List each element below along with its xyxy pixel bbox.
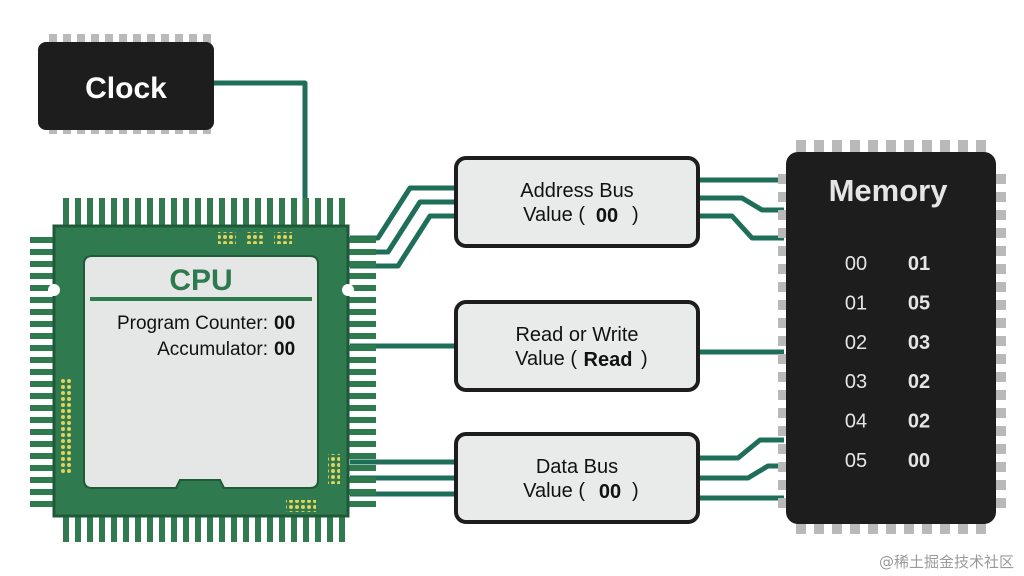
memory-value: 01: [908, 253, 930, 275]
data-bus-mem-wire-1: [698, 437, 784, 461]
read-write-value-prefix: Value (: [515, 348, 577, 370]
read-write-box: Read or Write Value ( Read ): [454, 300, 700, 392]
data-bus-box: Data Bus Value ( 00 ): [454, 432, 700, 524]
memory-address: 05: [845, 450, 867, 472]
memory-value: 05: [908, 292, 930, 314]
memory-value: 03: [908, 332, 930, 354]
address-bus-box: Address Bus Value ( 00 ): [454, 156, 700, 248]
memory-value: 02: [908, 411, 930, 433]
data-bus-value-suffix: ): [632, 480, 639, 502]
accumulator-label: Accumulator:: [157, 339, 268, 360]
clock-label: Clock: [85, 72, 167, 105]
address-bus-mem-wire-2: [698, 195, 784, 213]
memory-title: Memory: [829, 173, 949, 208]
clock-wire: [212, 80, 308, 226]
memory-address: 02: [845, 332, 867, 354]
memory-value: 02: [908, 371, 930, 393]
address-bus-value-suffix: ): [632, 204, 639, 226]
memory-rows: 00 01 01 05 02 03 03 02 04 02 05 00: [845, 253, 930, 472]
data-bus-value: 00: [599, 481, 621, 503]
cpu-title: CPU: [169, 264, 232, 297]
cpu-chip: CPU Program Counter: 00 Accumulator: 00: [30, 198, 376, 542]
watermark-text: @稀土掘金技术社区: [878, 553, 1014, 571]
memory-value: 00: [908, 450, 930, 472]
address-bus-mem-wire-3: [698, 213, 784, 241]
address-bus-title: Address Bus: [520, 180, 633, 202]
data-bus-mem-wire-2: [698, 463, 784, 481]
address-bus-value: 00: [596, 205, 618, 227]
data-bus-value-prefix: Value (: [523, 480, 585, 502]
memory-address: 00: [845, 253, 867, 275]
clock-chip: Clock: [38, 34, 214, 134]
memory-address: 04: [845, 411, 867, 433]
memory-address: 03: [845, 371, 867, 393]
memory-address: 01: [845, 292, 867, 314]
read-write-title: Read or Write: [515, 324, 638, 346]
program-counter-value: 00: [274, 313, 295, 334]
data-bus-title: Data Bus: [536, 456, 618, 478]
address-bus-value-prefix: Value (: [523, 204, 585, 226]
memory-chip: Memory 00 01 01 05 02 03 03 02 04 02 05 00: [778, 140, 1006, 534]
read-write-value: Read: [584, 349, 633, 371]
accumulator-value: 00: [274, 339, 295, 360]
read-write-value-suffix: ): [641, 348, 648, 370]
program-counter-label: Program Counter:: [117, 313, 268, 334]
